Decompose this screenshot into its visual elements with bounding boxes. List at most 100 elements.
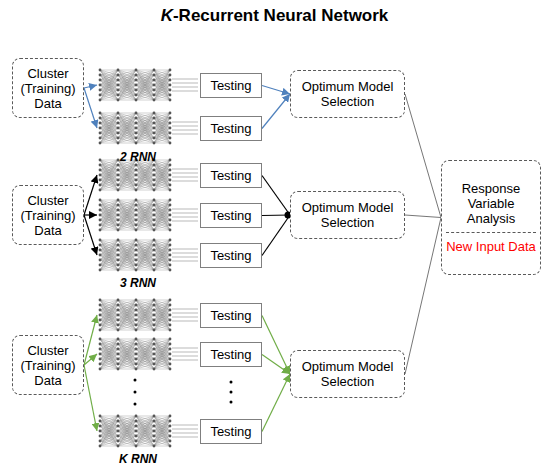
testing-box: Testing <box>200 342 262 367</box>
network-link <box>118 200 136 230</box>
ellipsis-dots <box>134 379 233 406</box>
network-link <box>136 70 154 71</box>
network-neuron <box>153 204 156 207</box>
network-neuron <box>153 314 156 317</box>
network-neuron <box>153 343 156 346</box>
network-link <box>154 113 170 143</box>
network-link <box>136 230 154 231</box>
network-neuron <box>153 137 156 140</box>
network-neuron <box>153 74 156 77</box>
network-neuron <box>153 209 156 212</box>
network-link <box>100 95 118 100</box>
network-link <box>118 339 136 369</box>
network-link <box>100 160 118 190</box>
network-link <box>100 160 118 161</box>
network-link <box>100 230 118 231</box>
network-neuron <box>169 314 172 317</box>
network-neuron <box>117 142 120 145</box>
network-link <box>100 118 118 143</box>
network-neuron <box>135 430 138 433</box>
network-link <box>136 416 154 446</box>
network-link <box>154 339 170 369</box>
network-neuron <box>117 363 120 366</box>
network-link <box>154 100 170 101</box>
network-neuron <box>99 122 102 125</box>
network-link <box>154 160 170 185</box>
network-neuron <box>135 338 138 341</box>
network-neuron <box>153 249 156 252</box>
network-output <box>172 352 198 353</box>
network-link <box>154 165 170 190</box>
network-link <box>118 200 136 225</box>
network-link <box>136 300 154 301</box>
network-neuron <box>153 69 156 72</box>
network-neuron <box>117 174 120 177</box>
network-link <box>100 359 118 369</box>
network-neuron <box>99 74 102 77</box>
network-link <box>154 240 170 241</box>
network-output <box>172 217 198 218</box>
node-text: Cluster (Training) Data <box>17 343 79 388</box>
network-output <box>172 433 198 434</box>
network-link <box>100 330 118 331</box>
network-neuron <box>135 343 138 346</box>
network-link <box>136 185 154 190</box>
network-link <box>136 200 154 230</box>
network-link <box>118 160 136 190</box>
network-neuron <box>169 249 172 252</box>
network-neuron <box>117 94 120 97</box>
network-link <box>154 305 170 330</box>
network-link <box>118 446 136 447</box>
network-link <box>118 113 136 143</box>
network-link <box>136 325 154 330</box>
network-link <box>154 240 170 265</box>
network-neuron <box>135 368 138 371</box>
network-neuron <box>117 324 120 327</box>
network-link <box>154 160 170 161</box>
network-link <box>154 70 170 95</box>
network-link <box>118 325 136 330</box>
network-link <box>154 70 170 100</box>
network-link <box>136 431 154 446</box>
network-link <box>136 330 154 331</box>
network-neuron <box>135 199 138 202</box>
network-neuron <box>135 122 138 125</box>
network-link <box>118 75 136 100</box>
network-neuron <box>169 69 172 72</box>
network-neuron <box>117 169 120 172</box>
network-neuron <box>135 435 138 438</box>
network-neuron <box>153 89 156 92</box>
network-link <box>118 113 136 143</box>
network-neuron <box>153 184 156 187</box>
network-link <box>154 113 170 138</box>
network-link <box>118 190 136 191</box>
network-neuron <box>135 415 138 418</box>
network-link <box>100 339 118 364</box>
network-link <box>136 245 154 270</box>
network-neuron <box>99 425 102 428</box>
network-link <box>118 240 136 265</box>
rnn-icon <box>84 69 198 102</box>
network-neuron <box>99 259 102 262</box>
network-link <box>100 200 118 225</box>
network-neuron <box>153 174 156 177</box>
network-neuron <box>99 329 102 332</box>
network-link <box>154 200 170 225</box>
network-link <box>136 113 154 143</box>
network-link <box>100 300 118 330</box>
network-link <box>100 305 118 330</box>
network-neuron <box>153 363 156 366</box>
network-link <box>154 315 170 330</box>
network-link <box>118 90 136 100</box>
network-neuron <box>169 112 172 115</box>
network-link <box>136 315 154 330</box>
network-link <box>118 255 136 270</box>
network-link <box>118 369 136 370</box>
network-link <box>136 300 154 325</box>
network-link <box>136 339 154 340</box>
network-neuron <box>153 259 156 262</box>
network-link <box>100 436 118 446</box>
network-neuron <box>169 142 172 145</box>
network-neuron <box>169 343 172 346</box>
network-output <box>172 130 198 131</box>
